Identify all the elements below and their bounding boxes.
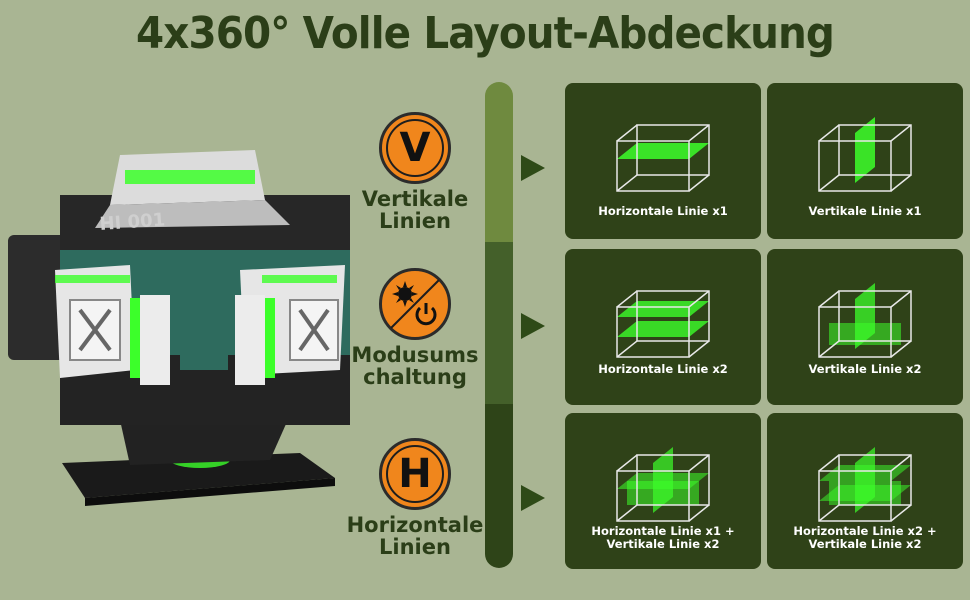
cube-vertical-line-icon bbox=[818, 117, 912, 192]
mode-card-v1: Vertikale Linie x1 bbox=[767, 83, 963, 239]
bar-segment-middle bbox=[485, 242, 513, 404]
mode-card-label-line2: Vertikale Linie x2 bbox=[808, 537, 922, 551]
mode-card-label-line1: Horizontale Linie x1 + bbox=[591, 524, 735, 538]
mode-card-h1-v2: Horizontale Linie x1 + Vertikale Linie x… bbox=[565, 413, 761, 569]
mode-card-label-line1: Horizontale Linie x1 bbox=[598, 204, 728, 218]
mode-card-h2: Horizontale Linie x2 bbox=[565, 249, 761, 405]
device-brand-text: HI 001 bbox=[99, 209, 166, 235]
cube-horizontal-line-icon bbox=[616, 124, 710, 192]
mode-card-h2-v2: Horizontale Linie x2 + Vertikale Linie x… bbox=[767, 413, 963, 569]
feature-label-line1: Horizontale bbox=[346, 513, 484, 537]
mode-card-label-line1: Vertikale Linie x2 bbox=[808, 362, 922, 376]
sun-power-badge-icon bbox=[379, 268, 451, 340]
mode-card-h1: Horizontale Linie x1 bbox=[565, 83, 761, 239]
cube-two-vertical-lines-icon bbox=[818, 283, 912, 358]
mode-card-label: Vertikale Linie x2 bbox=[767, 363, 963, 376]
bar-segment-top bbox=[485, 82, 513, 242]
mode-card-label: Vertikale Linie x1 bbox=[767, 205, 963, 218]
feature-label-line2: chaltung bbox=[363, 365, 467, 389]
laser-level-device-image: HI 001 bbox=[8, 150, 350, 506]
mode-card-label: Horizontale Linie x2 + Vertikale Linie x… bbox=[767, 525, 963, 551]
badge-letter: H bbox=[386, 445, 444, 503]
feature-label-line2: Linien bbox=[379, 535, 451, 559]
mode-card-label: Horizontale Linie x2 bbox=[565, 363, 761, 376]
arrow-right-icon bbox=[521, 485, 545, 511]
feature-label-line2: Linien bbox=[379, 209, 451, 233]
mode-card-label-line1: Horizontale Linie x2 + bbox=[793, 524, 937, 538]
letter-v-badge-icon: V bbox=[379, 112, 451, 184]
cube-two-horizontal-lines-icon bbox=[616, 290, 710, 358]
cube-h1-v2-lines-icon bbox=[616, 447, 710, 522]
feature-label-line1: Vertikale bbox=[361, 187, 469, 211]
mode-card-label: Horizontale Linie x1 + Vertikale Linie x… bbox=[565, 525, 761, 551]
letter-h-badge-icon: H bbox=[379, 438, 451, 510]
page-title: 4x360° Volle Layout-Abdeckung bbox=[136, 8, 835, 59]
mode-card-label: Horizontale Linie x1 bbox=[565, 205, 761, 218]
arrow-right-icon bbox=[521, 313, 545, 339]
cube-h2-v2-lines-icon bbox=[818, 447, 912, 522]
mode-card-label-line2: Vertikale Linie x2 bbox=[606, 537, 720, 551]
section-divider-bar bbox=[485, 82, 513, 568]
feature-label-line1: Modusums bbox=[351, 343, 479, 367]
mode-card-label-line1: Vertikale Linie x1 bbox=[808, 204, 922, 218]
bar-segment-bottom bbox=[485, 404, 513, 568]
sun-power-icon bbox=[390, 279, 440, 329]
arrow-right-icon bbox=[521, 155, 545, 181]
mode-card-v2: Vertikale Linie x2 bbox=[767, 249, 963, 405]
badge-letter: V bbox=[386, 119, 444, 177]
feature-vertical-lines: V Vertikale Linien bbox=[330, 112, 500, 232]
mode-card-label-line1: Horizontale Linie x2 bbox=[598, 362, 728, 376]
feature-horizontal-lines: H Horizontale Linien bbox=[330, 438, 500, 558]
feature-label: Modusums chaltung bbox=[330, 344, 500, 388]
feature-label: Horizontale Linien bbox=[330, 514, 500, 558]
feature-mode-switch: Modusums chaltung bbox=[330, 268, 500, 388]
feature-label: Vertikale Linien bbox=[330, 188, 500, 232]
